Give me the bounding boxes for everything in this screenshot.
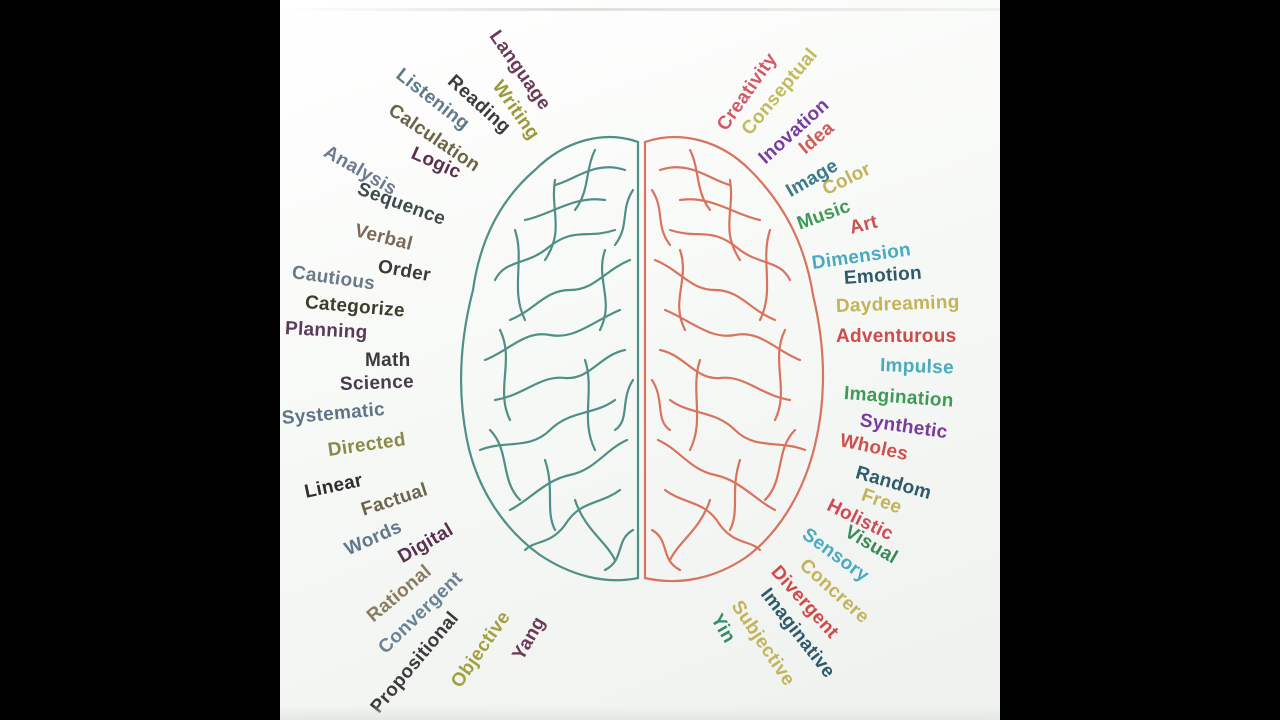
left-word: Linear — [302, 470, 365, 503]
left-word: Order — [376, 256, 433, 287]
right-word: Emotion — [843, 262, 923, 289]
left-hemisphere-icon — [459, 135, 640, 582]
right-word: Adventurous — [836, 326, 957, 347]
brain-poster: Language Writing Reading Listening Calcu… — [280, 0, 1000, 720]
left-word: Digital — [394, 519, 458, 568]
left-word: Planning — [284, 318, 369, 344]
right-word: Daydreaming — [835, 291, 960, 317]
brain-illustration — [459, 135, 825, 583]
left-word: Verbal — [352, 220, 415, 255]
left-word: Math — [365, 350, 411, 371]
left-word: Categorize — [304, 292, 406, 322]
left-word: Systematic — [281, 399, 386, 429]
left-word: Cautious — [290, 262, 377, 295]
right-word: Imagination — [843, 383, 955, 412]
right-word: Impulse — [879, 355, 955, 379]
left-word: Directed — [326, 429, 408, 461]
left-word: Science — [339, 371, 415, 395]
left-word: Factual — [358, 479, 431, 521]
left-word: Words — [341, 516, 406, 561]
right-hemisphere-icon — [643, 135, 825, 583]
